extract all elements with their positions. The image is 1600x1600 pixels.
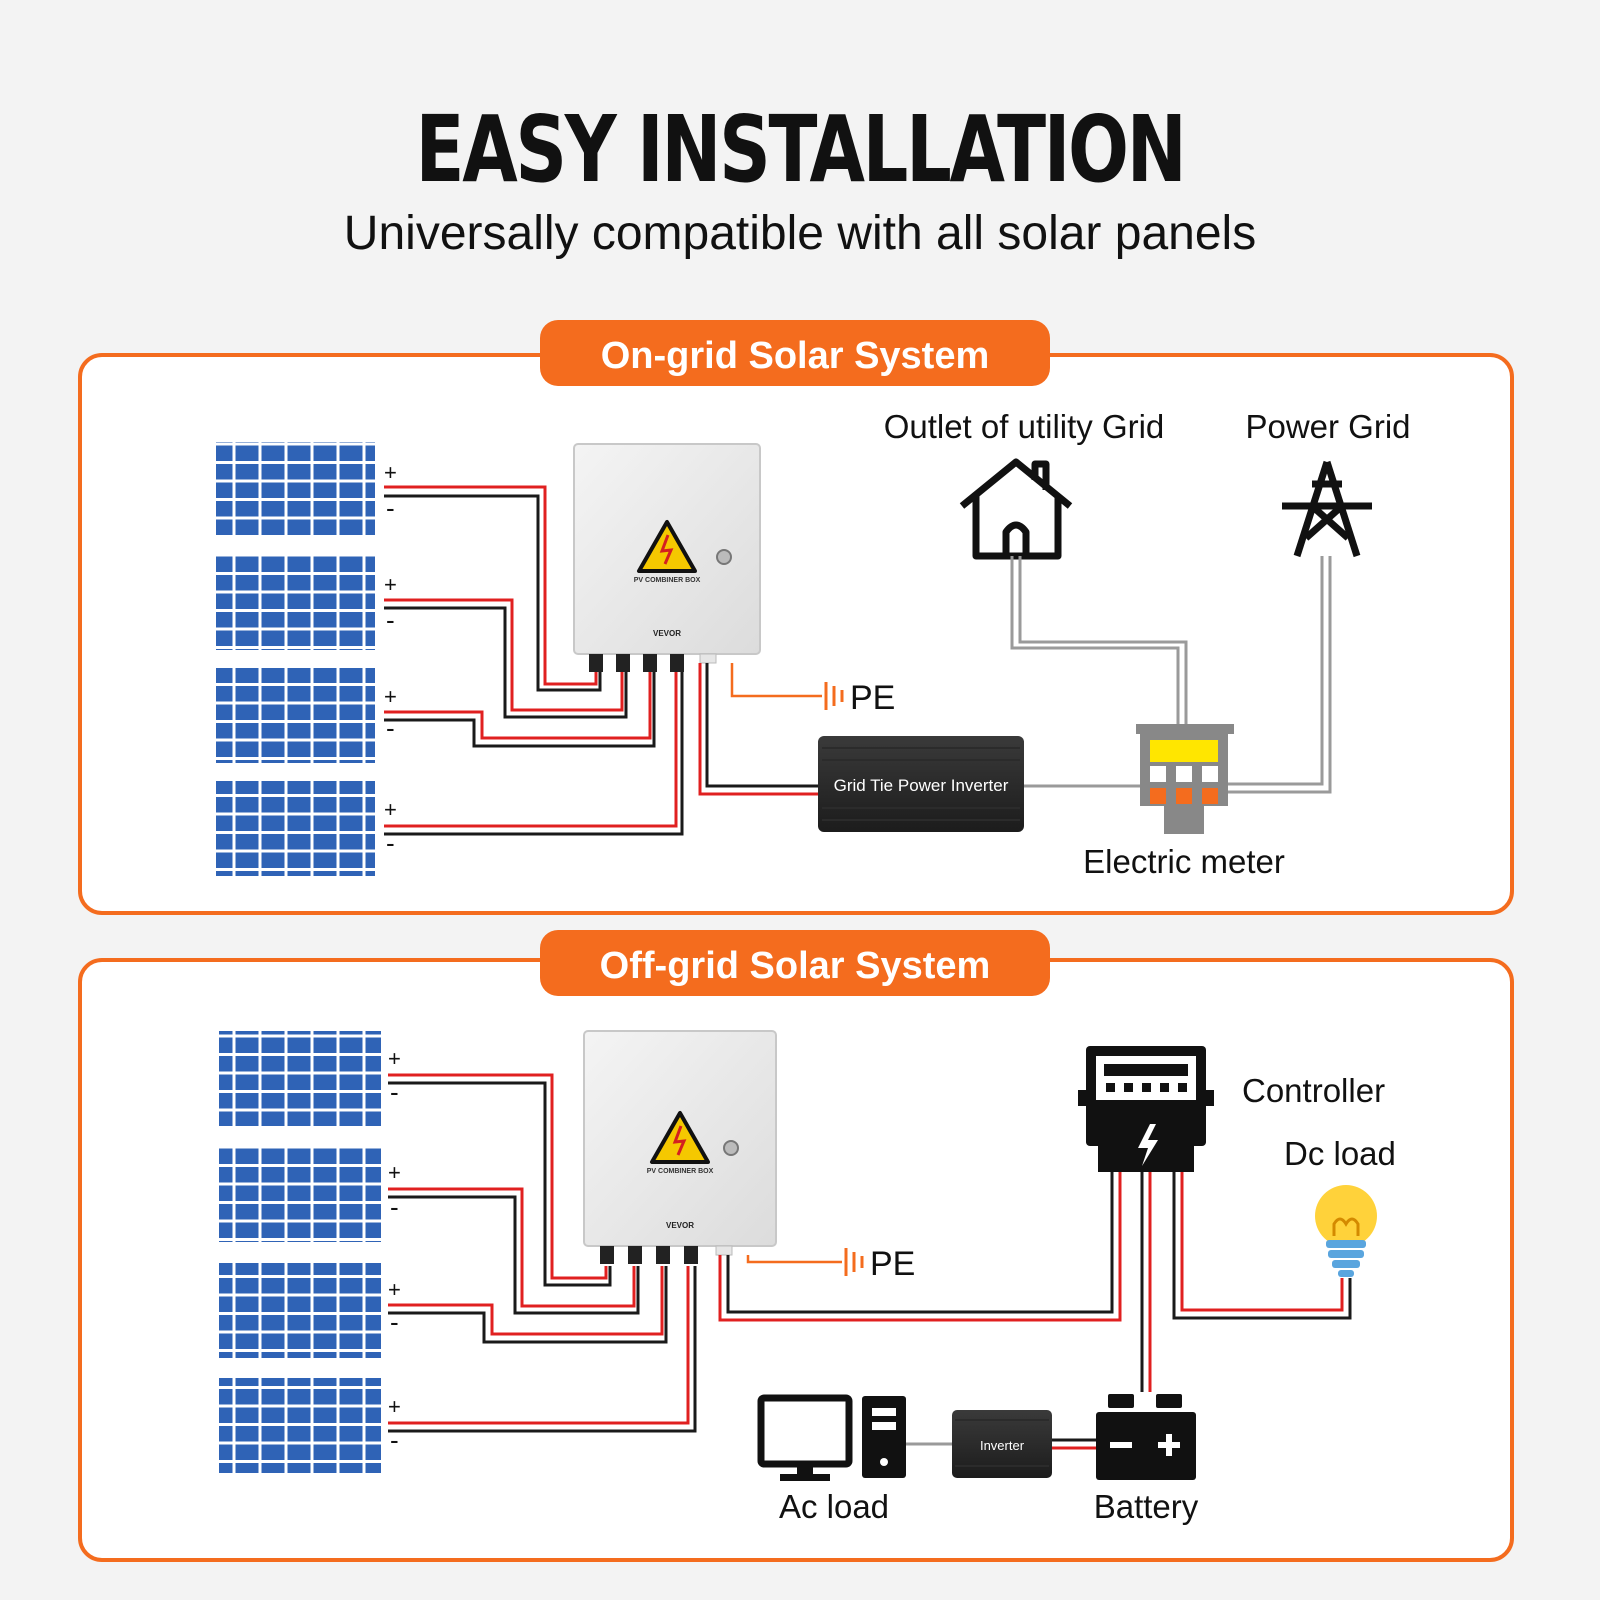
pe-label: PE [850, 679, 895, 717]
panel-wires [384, 485, 684, 836]
grid-tie-inverter: Grid Tie Power Inverter [818, 736, 1024, 832]
pe-wire [730, 663, 822, 698]
inverter-wire-black [705, 663, 820, 788]
solar-panel-icon [216, 781, 375, 876]
pe-label: PE [870, 1245, 915, 1283]
solar-panel-icon [216, 442, 375, 537]
panel-minus-label: - [386, 493, 395, 523]
solar-panel-icon [219, 1147, 381, 1242]
off-grid-inverter: Inverter [952, 1410, 1052, 1478]
solar-panel-icon [216, 555, 375, 650]
panel-plus-label: + [388, 1277, 401, 1302]
dc-load-label: Dc load [1284, 1135, 1396, 1172]
computer-icon [757, 1394, 906, 1481]
solar-panel-icon [216, 668, 375, 763]
combiner-box-icon: PV COMBINER BOX VEVOR [583, 1030, 777, 1264]
pe-wire [746, 1255, 842, 1264]
panel-plus-label: + [384, 572, 397, 597]
on-grid-section: On-grid Solar System + - + - + - + - [78, 320, 1514, 915]
power-grid-label: Power Grid [1245, 408, 1410, 445]
grid-wires [1010, 556, 1332, 794]
solar-panel-icon [219, 1263, 381, 1358]
panel-minus-label: - [386, 713, 395, 743]
cable-glands [600, 1246, 698, 1264]
light-bulb-icon [1315, 1185, 1377, 1277]
combiner-brand: VEVOR [653, 629, 681, 638]
battery-icon [1096, 1394, 1196, 1480]
panel-plus-label: + [384, 797, 397, 822]
panel-minus-label: - [390, 1192, 399, 1222]
panel-plus-label: + [384, 684, 397, 709]
panel-minus-label: - [390, 1307, 399, 1337]
ac-load-label: Ac load [779, 1488, 889, 1525]
solar-panel-icon [219, 1378, 381, 1473]
off-grid-section: Off-grid Solar System + - + - + - + - [78, 930, 1514, 1562]
panel-plus-label: + [388, 1394, 401, 1419]
lock-icon [723, 1140, 739, 1156]
combiner-label: PV COMBINER BOX [634, 577, 701, 584]
house-icon [959, 458, 1073, 560]
off-grid-pill [540, 930, 1050, 996]
controller-wire-red [718, 1170, 1122, 1322]
ground-icon [824, 682, 844, 710]
controller-wire-black [726, 1170, 1114, 1314]
power-tower-icon [1282, 460, 1372, 558]
lock-icon [716, 549, 732, 565]
panel-plus-label: + [388, 1160, 401, 1185]
warning-icon [637, 520, 697, 573]
inverter-label: Inverter [980, 1438, 1025, 1453]
cable-glands [589, 654, 684, 672]
page-subtitle: Universally compatible with all solar pa… [343, 207, 1257, 260]
ground-icon [844, 1248, 864, 1276]
panel-plus-label: + [384, 460, 397, 485]
inverter-label: Grid Tie Power Inverter [834, 776, 1009, 795]
combiner-label: PV COMBINER BOX [647, 1168, 714, 1175]
controller-label: Controller [1242, 1072, 1385, 1109]
on-grid-heading: On-grid Solar System [601, 335, 990, 377]
panel-minus-label: - [390, 1425, 399, 1455]
off-grid-heading: Off-grid Solar System [600, 945, 991, 987]
meter-label: Electric meter [1083, 843, 1285, 880]
outlet-label: Outlet of utility Grid [884, 408, 1165, 445]
warning-icon [650, 1111, 710, 1164]
on-grid-pill [540, 320, 1050, 386]
load-wire-red [1180, 1170, 1344, 1312]
inverter-wire-red [698, 663, 820, 796]
combiner-brand: VEVOR [666, 1221, 694, 1230]
controller-icon [1078, 1046, 1214, 1172]
combiner-box-icon: PV COMBINER BOX VEVOR [573, 443, 761, 672]
electric-meter-icon [1136, 724, 1234, 834]
page-title: EASY INSTALLATION [415, 96, 1187, 203]
load-wire-black [1172, 1170, 1352, 1320]
panel-wires [388, 1073, 697, 1433]
panel-minus-label: - [386, 605, 395, 635]
panel-plus-label: + [388, 1046, 401, 1071]
panel-minus-label: - [386, 828, 395, 858]
panel-minus-label: - [390, 1077, 399, 1107]
solar-panel-icon [219, 1031, 381, 1126]
battery-label: Battery [1094, 1488, 1199, 1525]
